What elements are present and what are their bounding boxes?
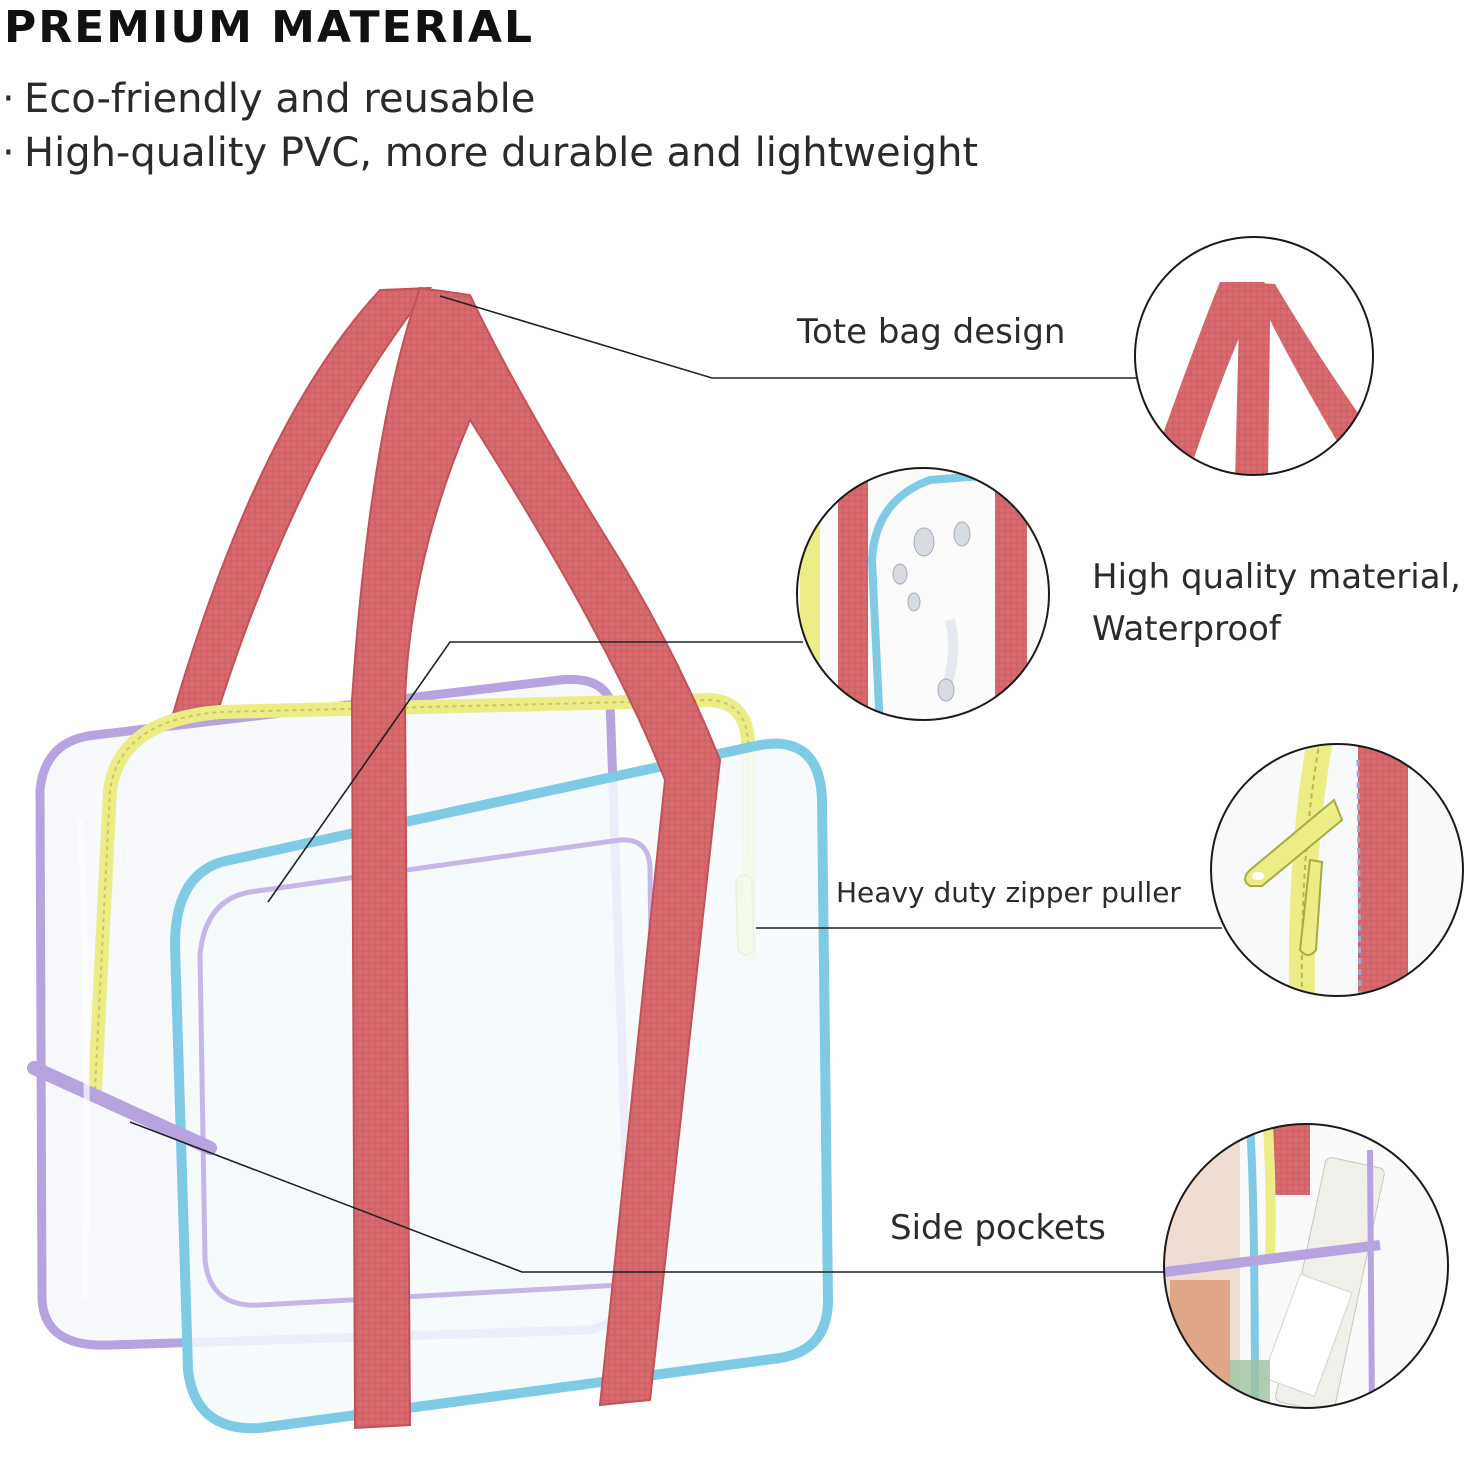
detail-circle-zipper bbox=[1210, 743, 1464, 997]
callout-material-line1: High quality material, bbox=[1092, 557, 1461, 597]
leader-line-tote bbox=[439, 295, 1136, 379]
callout-side-pockets: Side pockets bbox=[890, 1208, 1106, 1248]
feature-item: ·Eco-friendly and reusable bbox=[2, 72, 978, 126]
feature-text: Eco-friendly and reusable bbox=[24, 76, 536, 122]
feature-item: ·High-quality PVC, more durable and ligh… bbox=[2, 126, 978, 180]
feature-text: High-quality PVC, more durable and light… bbox=[24, 130, 979, 176]
tote-bag bbox=[27, 286, 834, 1434]
page-title: PREMIUM MATERIAL bbox=[4, 2, 535, 53]
leader-line-side bbox=[129, 1121, 1166, 1273]
detail-circle-strap bbox=[1134, 236, 1374, 476]
front-panel bbox=[169, 738, 834, 1434]
callout-zipper-puller: Heavy duty zipper puller bbox=[836, 876, 1181, 909]
leader-lines bbox=[129, 295, 1222, 1273]
callout-material-line2: Waterproof bbox=[1092, 609, 1281, 649]
bullet-dot: · bbox=[2, 130, 15, 176]
callout-high-quality-material: High quality material, Waterproof bbox=[1092, 551, 1462, 655]
bullet-dot: · bbox=[2, 76, 15, 122]
detail-circle-material bbox=[796, 467, 1050, 721]
side-band bbox=[27, 1061, 217, 1155]
front-strap bbox=[350, 286, 722, 1430]
detail-circle-side-pocket bbox=[1163, 1123, 1449, 1409]
feature-list: ·Eco-friendly and reusable ·High-quality… bbox=[2, 72, 978, 180]
leader-line-material bbox=[267, 641, 803, 903]
callout-tote-bag-design: Tote bag design bbox=[797, 312, 1066, 352]
